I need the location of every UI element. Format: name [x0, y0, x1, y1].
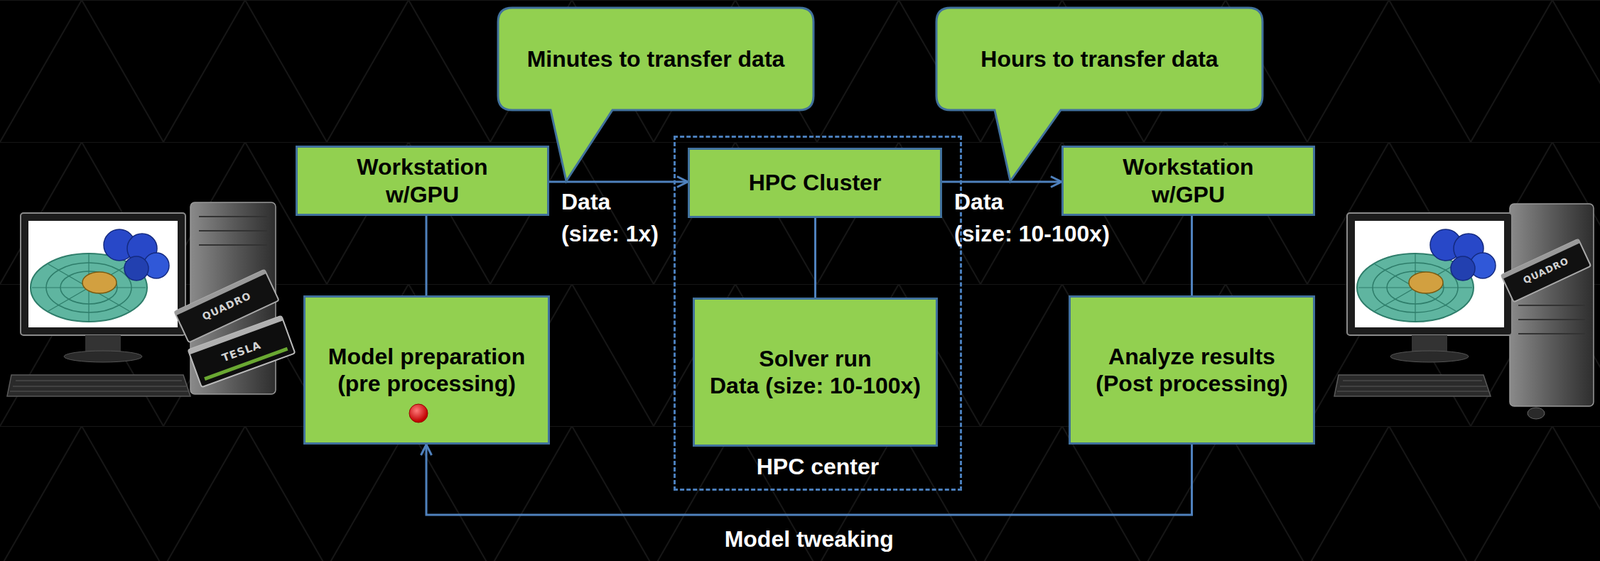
monitor: [20, 213, 186, 363]
callout-text: Hours to transfer data: [980, 45, 1218, 73]
mouse: [1527, 407, 1545, 420]
keyboard: [7, 375, 191, 397]
callout-bubble: Minutes to transfer data: [498, 7, 814, 111]
drive-bays: [1518, 305, 1586, 334]
process-box: Model preparation (pre processing): [303, 295, 550, 445]
gpu-card: [188, 316, 296, 388]
gpu-card-body: [1501, 239, 1592, 303]
process-box: Workstation w/GPU: [1061, 145, 1316, 216]
node-text: Data (size: 10-100x): [709, 372, 921, 400]
process-box: Workstation w/GPU: [295, 145, 550, 216]
gpu-card: [1501, 239, 1592, 303]
process-box: Analyze results (Post processing): [1068, 295, 1316, 445]
node-text: Model preparation (pre processing): [328, 343, 526, 398]
monitor: [1347, 213, 1512, 363]
callout-text: Minutes to transfer data: [527, 45, 786, 73]
node-text: Workstation w/GPU: [356, 153, 488, 209]
red-dot: [407, 402, 430, 425]
node-text: Analyze results (Post processing): [1095, 343, 1288, 398]
edge-label: Data (size: 10-100x): [954, 186, 1110, 251]
node-text: HPC Cluster: [748, 169, 882, 197]
process-box: Solver runData (size: 10-100x): [692, 297, 938, 447]
connector: [1190, 215, 1193, 296]
callout-bubble: Hours to transfer data: [936, 7, 1263, 111]
connector: [425, 215, 428, 296]
node-text: HPC center: [756, 453, 880, 481]
connector: [814, 218, 817, 298]
keyboard-keys: [9, 380, 189, 392]
edge-label: Data (size: 1x): [561, 186, 659, 251]
card-label: QUADRO: [200, 289, 253, 323]
region-box: HPC center HPC ClusterSolver runData (siz…: [673, 135, 962, 491]
keyboard: [1334, 375, 1491, 397]
card-label: QUADRO: [1521, 255, 1571, 287]
keyboard-keys: [1337, 380, 1489, 392]
connector: [549, 181, 688, 184]
drive-bays: [198, 216, 268, 246]
node-text: Solver run: [758, 345, 872, 373]
gpu-card-body: [188, 316, 296, 388]
edge-label: Model tweaking: [724, 523, 894, 556]
node-text: Workstation w/GPU: [1122, 153, 1254, 209]
red-dot-circle: [409, 404, 428, 423]
card-label: TESLA: [220, 338, 263, 366]
connector: [426, 444, 1193, 516]
pc-tower: [1509, 203, 1594, 407]
process-box: HPC Cluster: [687, 147, 943, 219]
